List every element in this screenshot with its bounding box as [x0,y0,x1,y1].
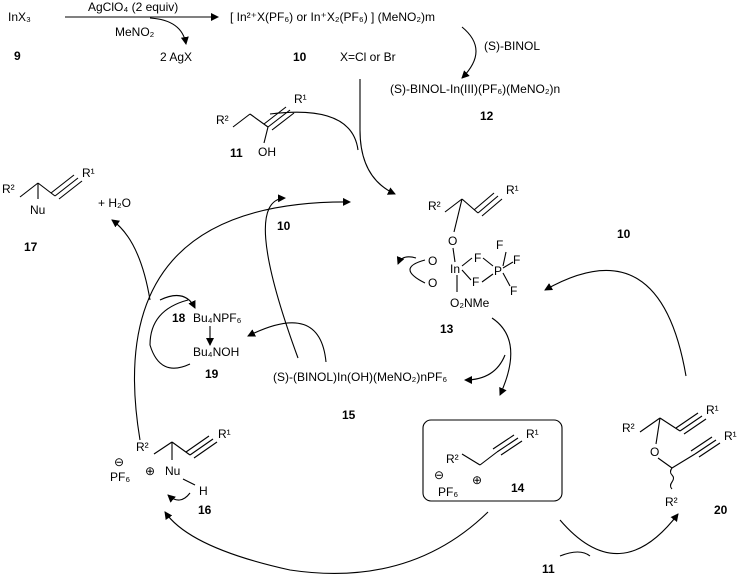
svg-text:R²: R² [428,199,441,213]
compound-12-label: 12 [480,109,494,123]
alcohol-11-join-arrow [269,111,359,151]
arrow-14-to-20 [559,513,679,555]
arrow-15-to-19 [247,322,327,363]
svg-text:F: F [513,253,520,267]
compound-20-structure: R² R¹ O R¹ R² [622,403,737,509]
bu4n-cycle-top [159,294,196,309]
species-12-formula: (S)-BINOL-In(III)(PF₆)(MeNO₂)n [390,82,560,96]
svg-text:⊖: ⊖ [434,468,444,482]
species-10-formula: [ In²⁺X(PF₆) or In⁺X₂(PF₆) ] (MeNO₂)m [230,10,435,24]
compound-14-box [422,419,563,502]
svg-text:Nu: Nu [30,203,45,217]
svg-text:R¹: R¹ [218,427,231,441]
svg-text:R²: R² [665,495,678,509]
arrow-to-17 [111,219,151,301]
svg-text:O: O [650,445,659,459]
entry-arrow-to-13 [359,79,396,195]
svg-text:O: O [428,276,437,290]
svg-text:R²: R² [216,113,229,127]
compound-20-label: 20 [714,503,728,517]
compound-13-structure: R² R¹ O In O O F F P F F F O₂NMe [396,183,520,310]
svg-text:⊕: ⊕ [472,473,482,487]
svg-text:PF₆: PF₆ [438,485,458,499]
svg-text:F: F [510,284,517,298]
agx-byproduct: 2 AgX [160,50,192,64]
halide-definition: X=Cl or Br [340,50,396,64]
svg-text:PF₆: PF₆ [110,470,130,484]
svg-text:OH: OH [258,145,276,159]
compound-17-label: 17 [24,240,38,254]
svg-text:R¹: R¹ [706,403,719,417]
bu4npf6-reagent: Bu₄NPF₆ [193,311,242,325]
compound-14-label: 14 [511,481,525,495]
bu4n-cycle-left [149,299,191,369]
compound-18-label: 18 [172,311,186,325]
water-byproduct: + H₂O [98,196,131,210]
svg-text:R¹: R¹ [294,92,307,106]
bu4noh-reagent: Bu₄NOH [193,345,239,359]
agclo4-reagent: AgClO₄ (2 equiv) [88,0,178,14]
svg-text:P: P [494,264,502,278]
compound-13-label: 13 [440,322,454,336]
compound-9-label: 9 [14,49,21,63]
compound-14-structure: R² R¹ ⊖ ⊕ PF₆ [434,427,539,499]
svg-text:Nu: Nu [165,464,180,478]
compound-17-structure: R² Nu R¹ [2,166,95,217]
alcohol-11-join-bottom [559,551,591,557]
svg-text:⊖: ⊖ [114,455,124,469]
svg-text:R¹: R¹ [526,427,539,441]
meno2-solvent: MeNO₂ [115,25,155,39]
compound-10-label: 10 [293,50,307,64]
species-15-formula: (S)-(BINOL)In(OH)(MeNO₂)nPF₆ [273,370,447,384]
arrow-13-to-15 [464,354,506,384]
inx3-label: InX₃ [8,10,31,24]
compound-11-structure: R² OH R¹ [216,92,307,159]
binol-reagent: (S)-BINOL [484,39,540,53]
agx-byproduct-arrow [149,17,189,45]
svg-text:F: F [474,251,481,265]
svg-text:F: F [472,275,479,289]
svg-text:⊕: ⊕ [145,464,155,478]
arrow-20-to-13 [544,269,687,377]
svg-text:F: F [496,238,503,252]
svg-text:R¹: R¹ [82,166,95,180]
svg-text:R²: R² [446,452,459,466]
svg-text:R¹: R¹ [724,429,737,443]
svg-text:R¹: R¹ [506,183,519,197]
arrow-14-to-16 [164,511,489,574]
svg-text:R²: R² [622,421,635,435]
svg-text:R²: R² [2,182,15,196]
compound-15-label: 15 [342,408,356,422]
svg-text:O: O [428,254,437,268]
svg-text:In: In [450,262,460,276]
binol-addition-arrow [461,26,477,79]
compound-11-bottom: 11 [542,562,555,576]
compound-16-structure: R² R¹ Nu ⊕ H ⊖ PF₆ [110,427,231,503]
svg-text:O: O [448,234,457,248]
reagent-10-right: 10 [617,227,631,241]
compound-19-label: 19 [205,367,219,381]
compound-11-label: 11 [230,146,243,160]
arrow-16-to-13 [133,197,351,441]
svg-text:H: H [199,484,208,498]
compound-16-label: 16 [198,503,212,517]
svg-text:R²: R² [136,440,149,454]
arrow-13-to-14 [491,317,512,396]
svg-text:O₂NMe: O₂NMe [450,296,490,310]
reagent-10-left: 10 [277,219,291,233]
